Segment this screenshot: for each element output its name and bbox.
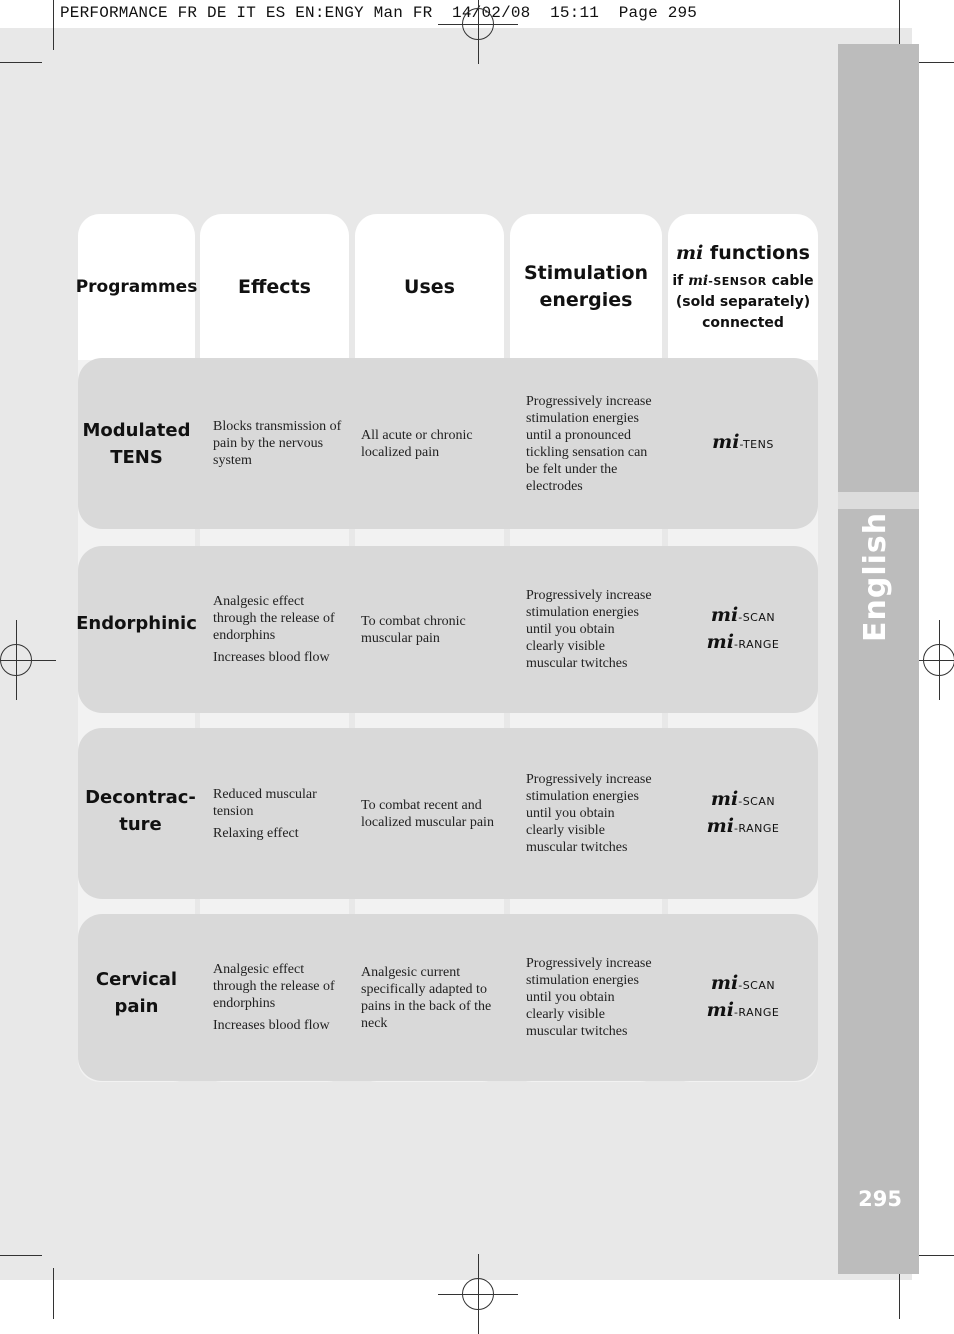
crop-mark	[0, 62, 42, 63]
effects-cell: Blocks transmission of pain by the nervo…	[213, 358, 343, 529]
uses-cell: All acute or chronic localized pain	[361, 358, 499, 529]
crop-mark	[899, 0, 900, 50]
programme-line2: pain	[114, 995, 159, 1017]
effect-text: Blocks transmission of pain by the nervo…	[213, 419, 342, 468]
crop-mark	[899, 1268, 900, 1319]
registration-mark-icon	[0, 620, 56, 700]
header-effects: Effects	[200, 214, 349, 360]
stimulation-cell: Progressively increase stimulation energ…	[526, 728, 654, 899]
programme-name: Decontrac-ture	[82, 728, 199, 893]
header-functions: mi functions if mi-SENSOR cable (sold se…	[668, 214, 818, 360]
header-programmes-label: Programmes	[75, 276, 198, 297]
mi-logo-icon: mi	[712, 431, 740, 453]
programme-line1: Endorphinic	[76, 613, 197, 634]
mi-logo-icon: mi	[710, 787, 739, 810]
registration-mark-icon	[438, 1254, 518, 1334]
programme-line2: ture	[119, 813, 162, 835]
header-uses: Uses	[355, 214, 504, 360]
effect-text: Reduced muscular tension	[213, 786, 317, 819]
programme-line2: TENS	[110, 446, 163, 468]
header-sensor: -SENSOR	[708, 275, 767, 288]
functions-cell: mi-SCAN mi-RANGE	[668, 914, 818, 1081]
header-if: if	[672, 273, 689, 289]
function-name: -SCAN	[738, 610, 776, 624]
table-row	[78, 546, 818, 713]
programme-name: Endorphinic	[76, 546, 197, 701]
mi-logo-icon: mi	[710, 971, 739, 994]
mi-logo-icon: mi	[706, 630, 734, 653]
effect-text: Analgesic effect through the release of …	[213, 962, 335, 1011]
stimulation-cell: Progressively increase stimulation energ…	[526, 358, 654, 529]
mi-logo-icon: mi	[675, 242, 704, 264]
header-effects-label: Effects	[238, 275, 311, 298]
mi-logo-icon: mi	[710, 603, 739, 626]
header-stimulation-label: Stimulation energies	[524, 260, 648, 314]
functions-cell: mi-SCAN mi-RANGE	[668, 546, 818, 713]
table-row	[78, 358, 818, 529]
stimulation-text: Progressively increase stimulation energ…	[526, 393, 652, 494]
header-functions-note: if mi-SENSOR cable (sold separately) con…	[672, 271, 813, 334]
programme-line1: Modulated	[82, 419, 191, 441]
mi-logo-icon: mi	[706, 998, 734, 1021]
function-name: -RANGE	[733, 1005, 780, 1019]
uses-cell: To combat recent and localized muscular …	[361, 728, 499, 899]
crop-mark	[912, 1255, 954, 1256]
programme-name: Cervical pain	[78, 914, 195, 1071]
effects-cell: Analgesic effect through the release of …	[213, 914, 345, 1081]
page-number: 295	[858, 1187, 902, 1211]
programme-line1: Cervical	[95, 968, 178, 990]
function-name: -RANGE	[733, 637, 780, 651]
header-stimulation: Stimulation energies	[510, 214, 662, 360]
table-row	[78, 914, 818, 1081]
table-row	[78, 728, 818, 899]
stimulation-cell: Progressively increase stimulation energ…	[526, 914, 654, 1081]
stimulation-text: Progressively increase stimulation energ…	[526, 956, 652, 1039]
crop-mark	[912, 62, 954, 63]
sidebar-highlight-strip	[838, 492, 919, 509]
uses-text: To combat chronic muscular pain	[361, 613, 466, 646]
sidebar-language-label: English	[858, 511, 893, 642]
function-name: -SCAN	[738, 794, 776, 808]
header-cable: cable	[766, 273, 814, 289]
header-stimulation-line1: Stimulation	[523, 262, 649, 284]
crop-mark	[0, 1255, 42, 1256]
registration-mark-icon	[438, 0, 518, 64]
function-name: -TENS	[739, 438, 774, 451]
programme-line1: Decontrac-	[85, 786, 196, 808]
header-programmes: Programmes	[75, 214, 198, 360]
header-functions-text: functions	[703, 242, 810, 264]
header-stimulation-line2: energies	[539, 289, 633, 311]
header-connected: connected	[702, 315, 784, 331]
functions-cell: mi-TENS	[668, 358, 818, 529]
header-functions-label: mi functions	[676, 240, 810, 267]
function-name: -RANGE	[733, 821, 780, 835]
print-slug-header: PERFORMANCE FR DE IT ES EN:ENGY Man FR 1…	[60, 4, 698, 22]
stimulation-text: Progressively increase stimulation energ…	[526, 588, 652, 671]
function-name: -SCAN	[738, 978, 776, 992]
effect-text: Increases blood flow	[213, 1018, 330, 1033]
functions-cell: mi-SCAN mi-RANGE	[668, 728, 818, 899]
stimulation-text: Progressively increase stimulation energ…	[526, 772, 652, 855]
uses-text: Analgesic current specifically adapted t…	[361, 964, 492, 1031]
effect-text: Relaxing effect	[213, 825, 299, 841]
uses-text: All acute or chronic localized pain	[361, 427, 473, 460]
effects-cell: Analgesic effect through the release of …	[213, 546, 345, 713]
crop-mark	[53, 1268, 54, 1319]
effect-text: Increases blood flow	[213, 650, 330, 665]
uses-text: To combat recent and localized muscular …	[361, 797, 494, 830]
registration-mark-icon	[899, 620, 954, 700]
crop-mark	[53, 0, 54, 50]
mi-logo-icon: mi	[688, 273, 709, 289]
stimulation-cell: Progressively increase stimulation energ…	[526, 546, 654, 713]
effect-text: Analgesic effect through the release of …	[213, 594, 335, 643]
sidebar-language-tab: English	[838, 492, 919, 652]
uses-cell: To combat chronic muscular pain	[361, 546, 499, 713]
header-uses-label: Uses	[404, 275, 455, 298]
mi-logo-icon: mi	[706, 814, 734, 837]
header-sold-separately: (sold separately)	[675, 294, 811, 310]
uses-cell: Analgesic current specifically adapted t…	[361, 914, 499, 1081]
language-sidebar: English 295	[838, 44, 919, 1274]
